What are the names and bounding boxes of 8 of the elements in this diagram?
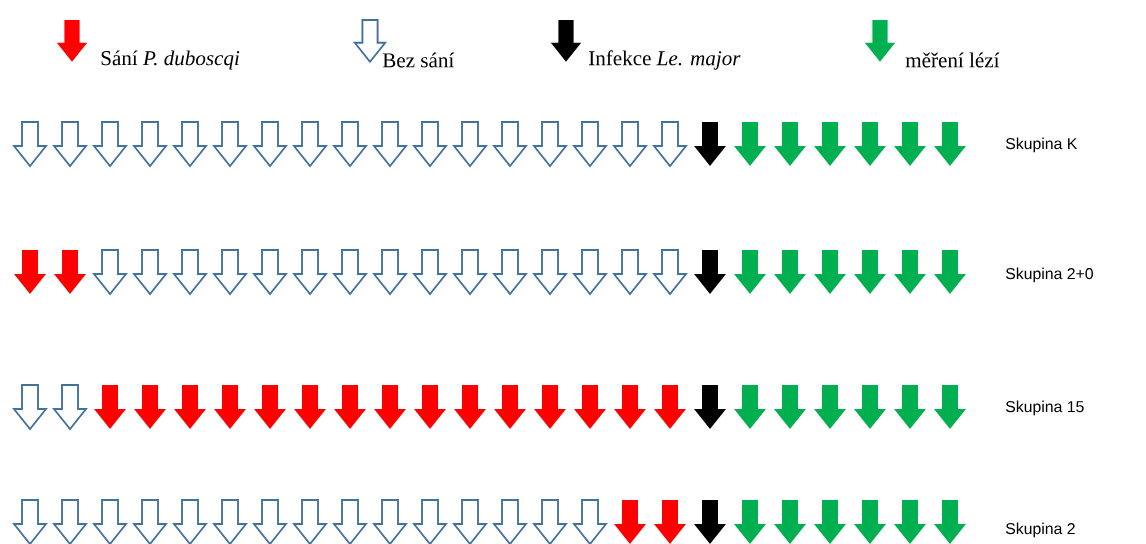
group-label: Skupina 15: [1005, 400, 1084, 416]
group-label: Skupina K: [1005, 137, 1078, 153]
legend-label: měření lézí: [905, 52, 1000, 68]
group-label: Skupina 2+0: [1005, 267, 1093, 283]
group-label: Skupina 2: [1005, 522, 1075, 538]
legend-label: Bez sání: [382, 52, 455, 68]
legend-label: Infekce Le. major: [589, 50, 741, 70]
legend-label: Sání P. duboscqi: [101, 50, 240, 70]
